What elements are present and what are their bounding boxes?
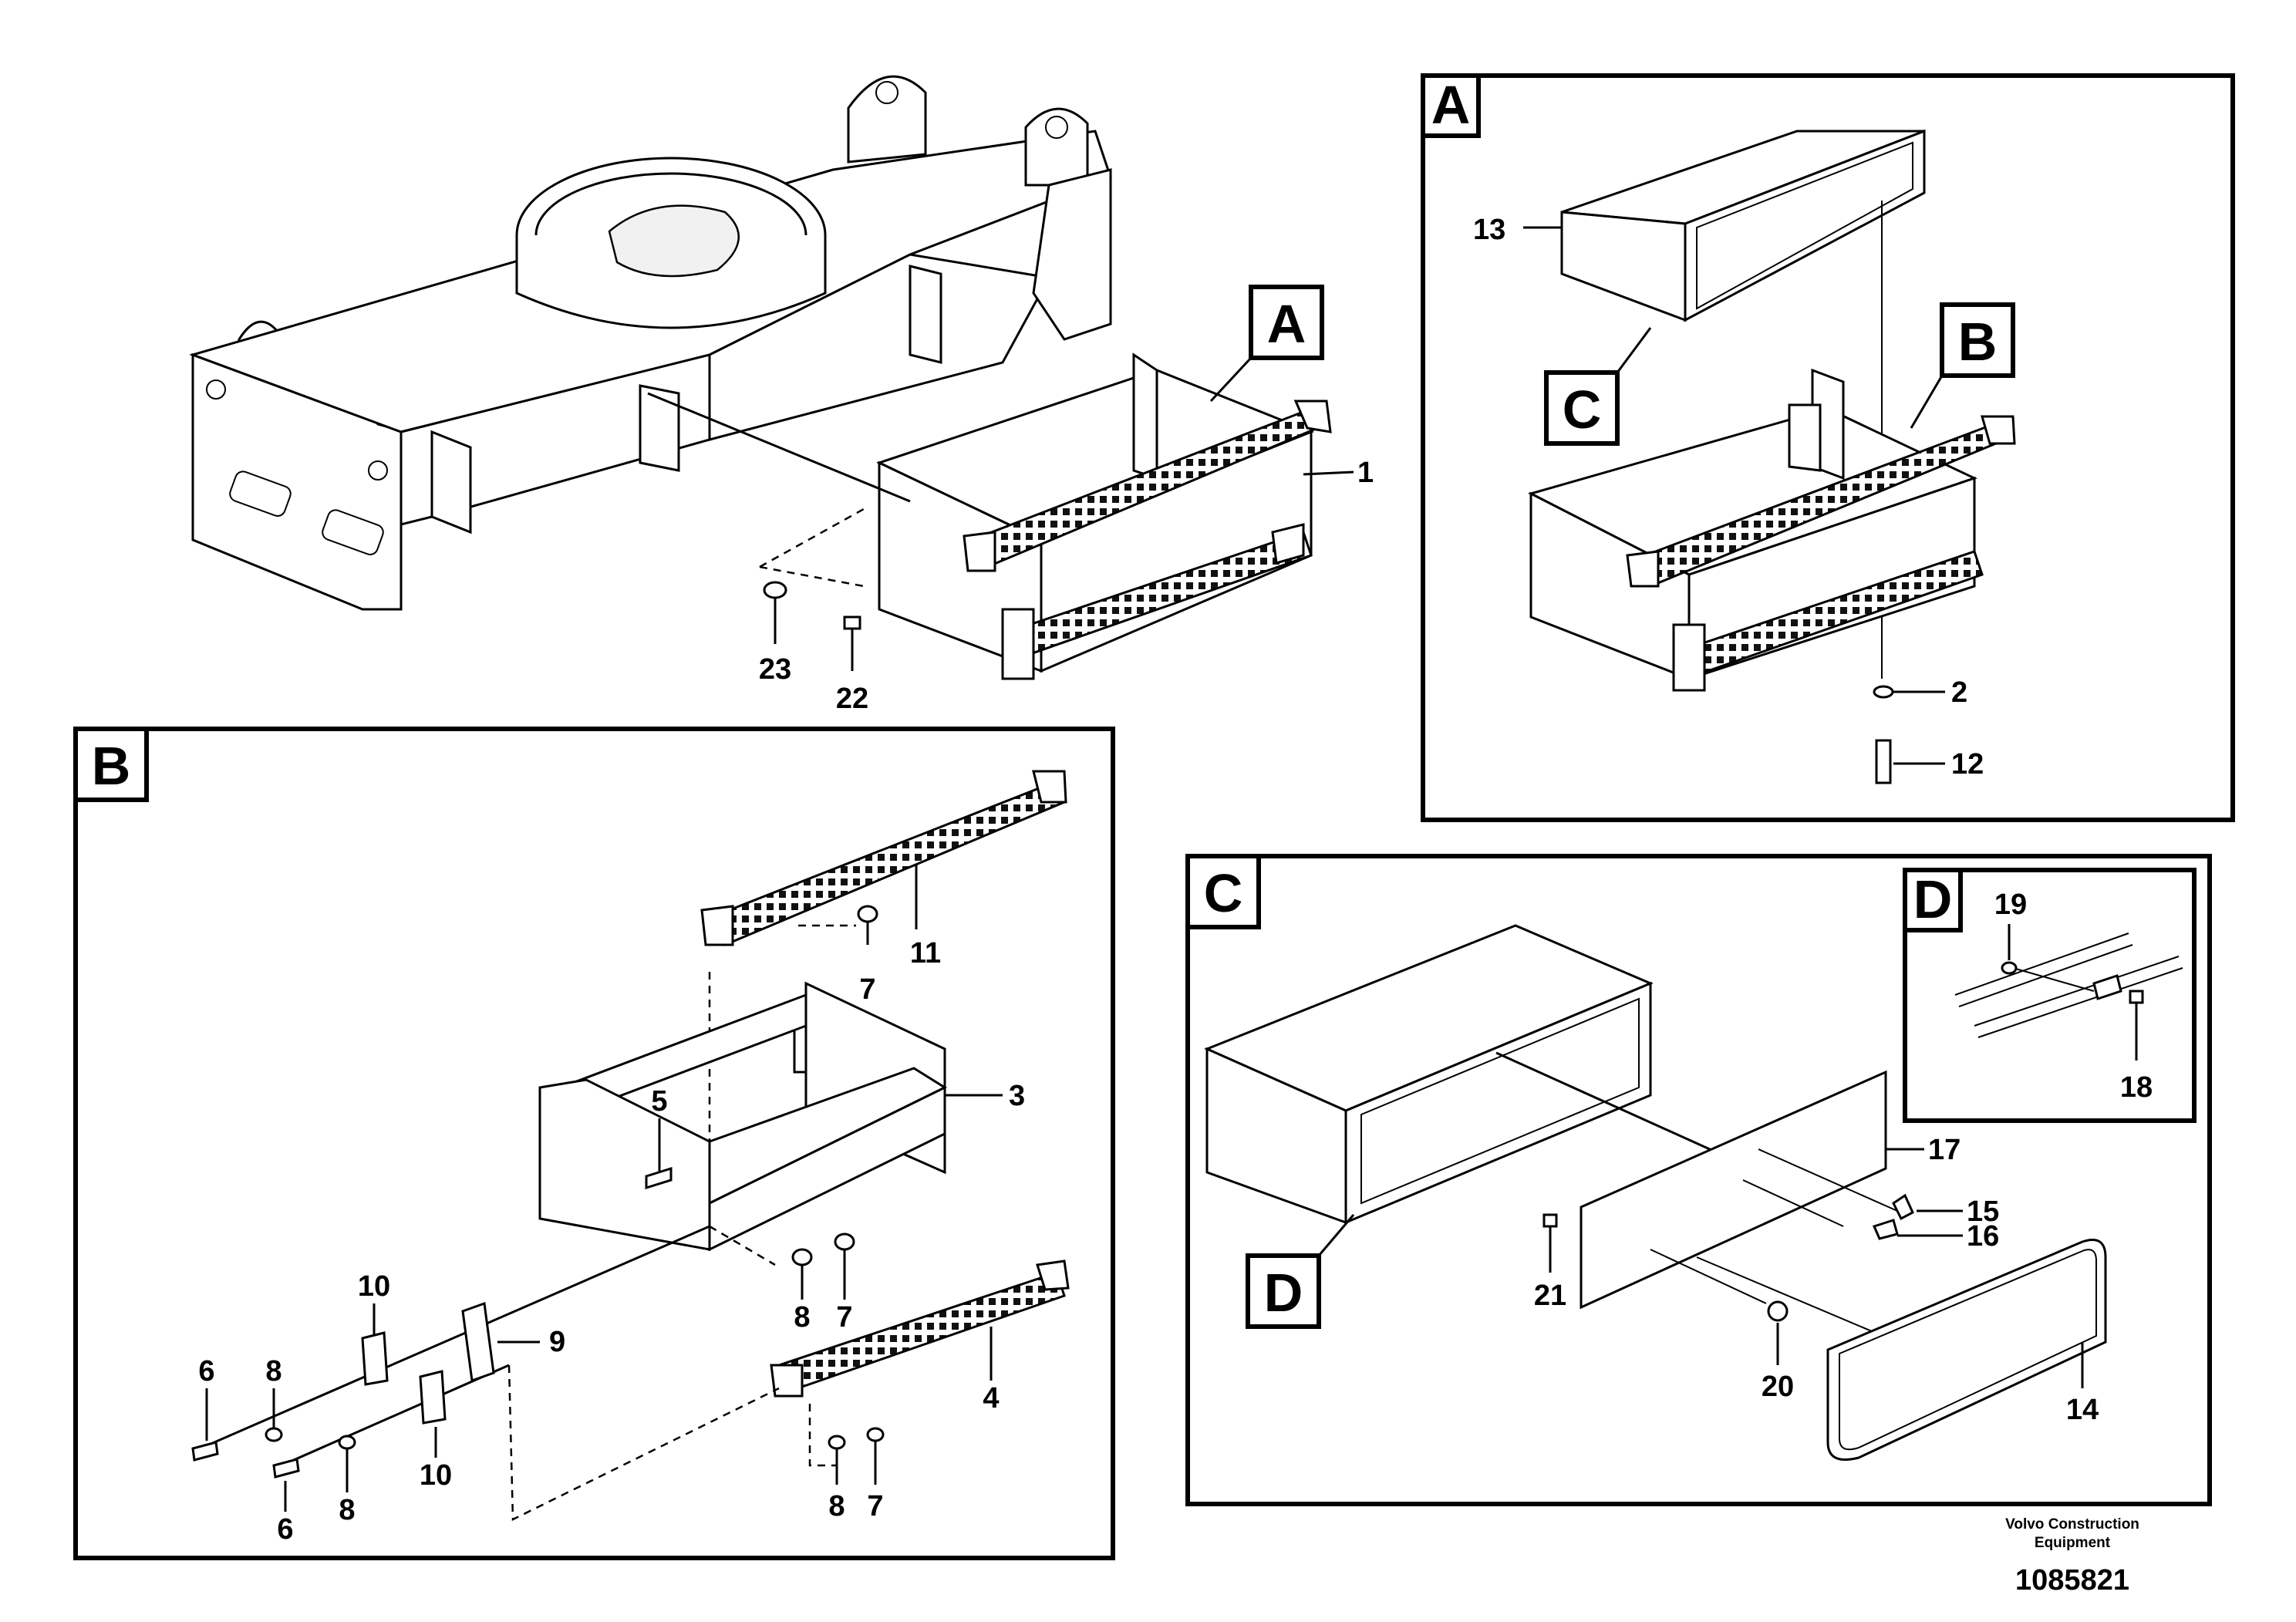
panel-title: B (92, 736, 131, 796)
part-number: 7 (836, 1301, 852, 1334)
part-number: 15 (1967, 1195, 1999, 1228)
callout-box-c: C (1544, 327, 1652, 446)
step-assembly-panel-a (1527, 368, 2016, 692)
lid-plate (1580, 1070, 1887, 1310)
panel-c: C D (1185, 854, 2212, 1506)
part-number: 2 (1951, 676, 1967, 709)
tread-11 (700, 770, 1067, 946)
step-assembly-main (875, 352, 1332, 680)
part-number: 18 (2120, 1071, 2153, 1104)
part-number: 4 (983, 1382, 999, 1415)
callout-label: B (1958, 312, 1998, 372)
fastener-dash (759, 508, 865, 588)
part-number: 6 (277, 1513, 293, 1546)
bolt-22 (843, 615, 861, 671)
part-number: 10 (420, 1459, 452, 1492)
part-number: 9 (549, 1326, 565, 1358)
callout-box-b: B (1910, 302, 2015, 429)
callout-label: A (1267, 294, 1306, 354)
part-number: 1 (1357, 457, 1374, 489)
part-number: 23 (759, 653, 791, 686)
toolbox-body (1204, 924, 1654, 1225)
panel-d: D 19 18 (1903, 868, 2197, 1123)
panel-b: B (73, 727, 1115, 1560)
part-number: 8 (265, 1355, 282, 1388)
part-number: 22 (836, 683, 868, 715)
callout-label: C (1563, 379, 1602, 440)
drawing-number: 1085821 (2015, 1564, 2129, 1597)
part-number: 16 (1967, 1220, 1999, 1253)
publisher-credit: Volvo Construction Equipment (1910, 1516, 2234, 1553)
part-number: 7 (859, 973, 875, 1006)
part-number: 12 (1951, 748, 1984, 781)
callout-box-d: D (1246, 1214, 1355, 1329)
toolbox (1560, 129, 1926, 322)
part-number: 8 (828, 1490, 845, 1523)
brand-line-1: Volvo Construction (2005, 1516, 2139, 1533)
part-number: 13 (1473, 214, 1505, 246)
part-number: 14 (2066, 1394, 2099, 1426)
part-number: 19 (1994, 889, 2027, 921)
part-number: 21 (1534, 1280, 1566, 1312)
part-number: 11 (910, 937, 941, 969)
part-number: 3 (1009, 1080, 1025, 1112)
washer-23 (763, 581, 787, 644)
panel-title: D (1913, 869, 1953, 929)
panel-a: A B (1421, 73, 2235, 822)
callout-box-a-main: A (1209, 285, 1324, 403)
panel-title: C (1204, 863, 1243, 923)
part-number: 6 (198, 1355, 214, 1388)
part-number: 8 (339, 1494, 355, 1526)
mount-line (647, 392, 911, 503)
part-number: 10 (358, 1270, 390, 1303)
part-number: 17 (1928, 1134, 1961, 1166)
part-number: 7 (867, 1490, 883, 1523)
part-number: 20 (1762, 1371, 1794, 1403)
part-number: 5 (651, 1085, 667, 1118)
part-number: 8 (794, 1301, 810, 1334)
panel-title: A (1431, 75, 1471, 135)
step-frame (538, 1067, 948, 1252)
tread-4 (770, 1259, 1070, 1398)
brand-line-2: Equipment (2034, 1535, 2111, 1551)
callout-label: D (1264, 1263, 1303, 1323)
machine-frame (189, 75, 1112, 611)
